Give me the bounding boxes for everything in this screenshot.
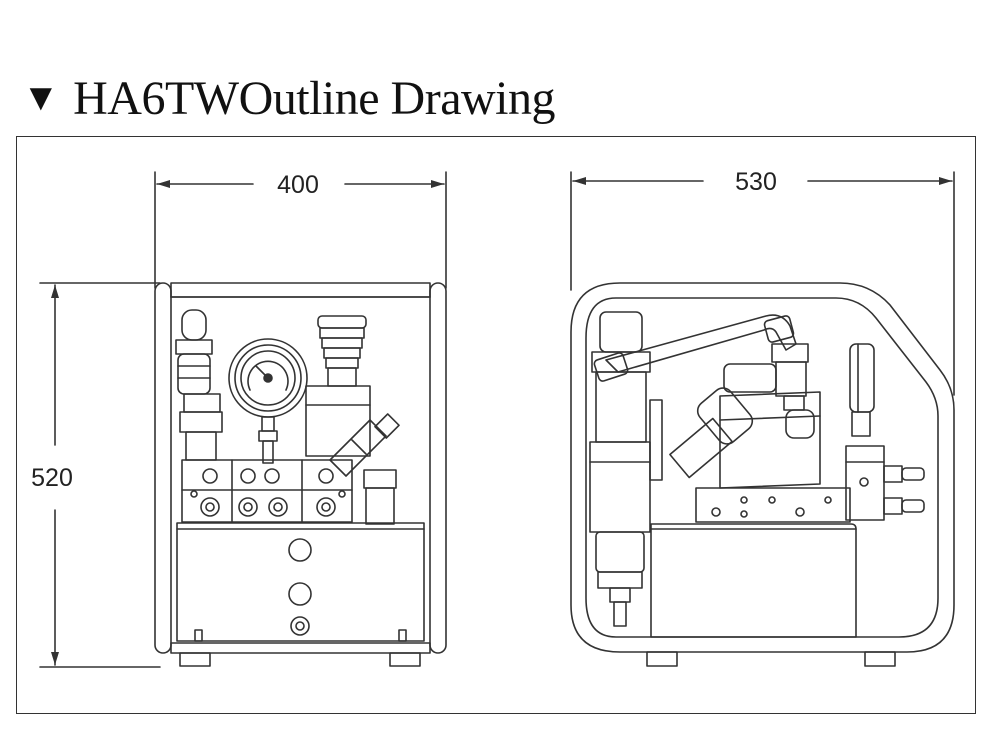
side-width-label: 530 (735, 168, 777, 196)
front-width-label: 400 (277, 171, 319, 199)
front-height-dimension: 520 (31, 282, 161, 668)
side-view-pump (570, 282, 955, 667)
front-width-dimension: 400 (154, 171, 447, 289)
side-width-dimension: 530 (570, 168, 955, 396)
drawing-frame (16, 136, 976, 714)
page-title-text: HA6TWOutline Drawing (73, 71, 556, 125)
triangle-marker-icon: ▼ (22, 77, 60, 119)
front-height-label: 520 (31, 464, 73, 492)
page-title: ▼ HA6TWOutline Drawing (22, 66, 556, 130)
front-view-pump (154, 282, 447, 667)
